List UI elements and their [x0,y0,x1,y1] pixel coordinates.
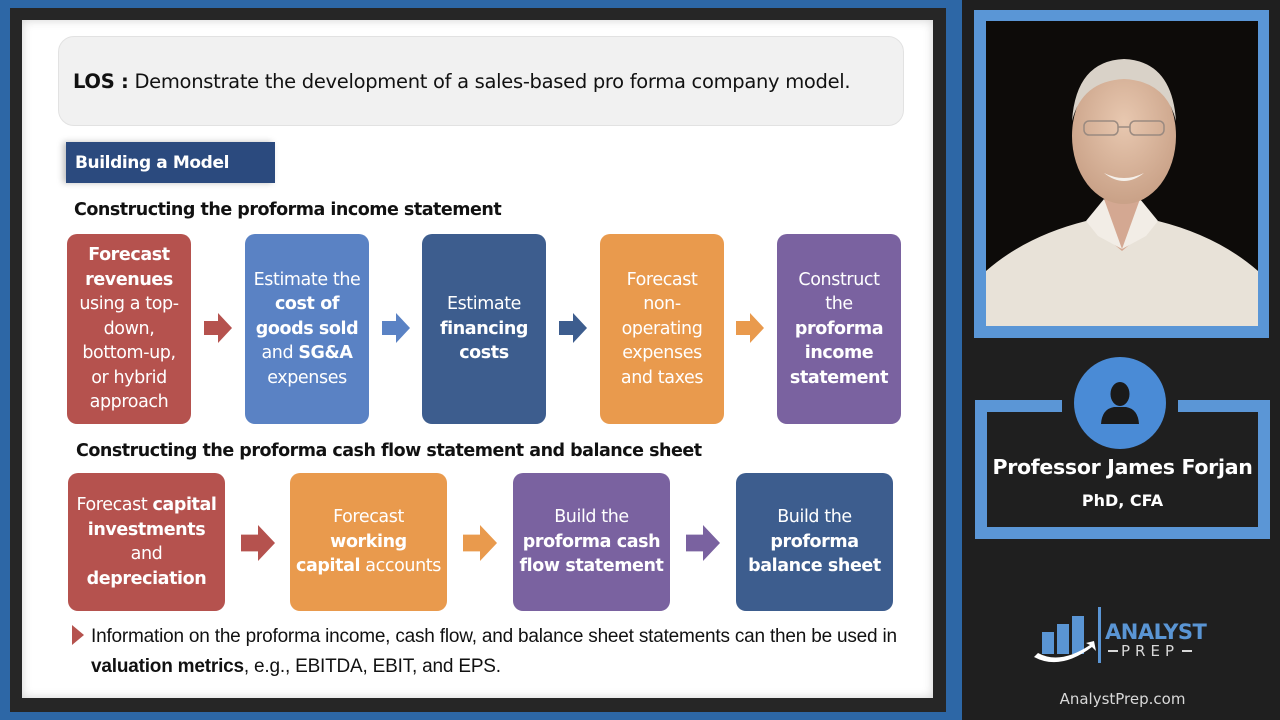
bullet-arrow-icon [71,624,85,646]
right-arrow-icon [463,525,497,561]
avatar [1074,357,1166,449]
step-text-part: Forecast non-operating expenses and taxe… [620,269,704,388]
step-text-part: Estimate the [253,269,361,290]
logo-prep-label: PREP [1121,642,1179,660]
los-label: LOS : [73,69,129,93]
note-text-bold: valuation metrics [91,656,244,677]
cashflow_section-step-4: Build the proforma balance sheet [736,473,893,611]
right-arrow-icon [736,313,764,343]
step-text-part: Estimate [446,294,522,315]
cashflow_section-step-3: Build the proforma cash flow statement [513,473,670,611]
step-text: Forecast capital investments and depreci… [74,493,219,591]
divider-strip [946,0,962,720]
logo-text-analyst: ANALYST [1105,620,1207,644]
los-box: LOS : Demonstrate the development of a s… [58,36,904,126]
step-text-part: proforma cash flow statement [519,531,664,577]
valuation-note: Information on the proforma income, cash… [91,622,911,682]
step-text-part: depreciation [86,568,207,589]
step-text-part: working capital [296,531,407,577]
cashflow_section-step-2: Forecast working capital accounts [290,473,447,611]
analystprep-logo-icon [1030,605,1200,667]
person-icon [1101,382,1139,424]
presenter-figure-icon [986,21,1258,326]
step-text-part: proforma balance sheet [748,531,881,577]
los-text: Demonstrate the development of a sales-b… [134,69,851,93]
income_section-step-5: Construct the proforma income statement [777,234,901,424]
presenter-card [975,400,1270,539]
step-text-part: Construct the [798,269,880,315]
step-text-part: capital investments [87,495,217,540]
note-text-pre: Information on the proforma income, cash… [91,626,897,647]
income_section-step-4: Forecast non-operating expenses and taxe… [600,234,724,424]
cashflow_section-step-1: Forecast capital investments and depreci… [68,473,225,611]
step-text: Build the proforma balance sheet [742,505,887,579]
step-text-part: and [130,544,163,564]
note-text-post: , e.g., EBITDA, EBIT, and EPS. [243,656,501,677]
step-text-part: Forecast revenues [85,245,173,290]
step-text-part: expenses [267,367,347,388]
right-arrow-icon [686,525,720,561]
slide: LOS : Demonstrate the development of a s… [22,20,933,698]
step-text-part: SG&A [298,343,353,364]
step-text: Forecast revenues using a top-down, bott… [73,243,185,415]
step-text: Estimate financing costs [428,292,540,366]
step-text-part: accounts [360,556,441,577]
right-arrow-icon [241,525,275,561]
step-text-part: Build the [554,507,629,528]
step-text: Forecast working capital accounts [296,505,441,579]
site-url-link[interactable]: AnalystPrep.com [1059,690,1186,708]
income_section-step-2: Estimate the cost of goods sold and SG&A… [245,234,369,424]
step-text-part: financing costs [439,318,529,364]
presenter-credentials: PhD, CFA [1081,491,1164,510]
step-text: Build the proforma cash flow statement [519,505,664,579]
presenter-name: Professor James Forjan [992,455,1253,479]
logo-text-prep: PREP [1105,642,1195,660]
cashflow-section-heading: Constructing the proforma cash flow stat… [76,441,702,461]
step-text-part: Build the [777,507,852,528]
income_section-step-1: Forecast revenues using a top-down, bott… [67,234,191,424]
step-text-part: proforma income statement [789,318,889,388]
step-text-part: using a top-down, bottom-up, or hybrid a… [79,294,179,413]
section-tag: Building a Model [66,142,275,183]
right-arrow-icon [559,313,587,343]
step-text: Forecast non-operating expenses and taxe… [606,268,718,391]
step-text-part: Forecast [76,495,153,515]
right-arrow-icon [204,313,232,343]
step-text-part: Forecast [333,507,404,528]
income_section-step-3: Estimate financing costs [422,234,546,424]
step-text: Construct the proforma income statement [783,268,895,391]
step-text-part: cost of goods sold [255,294,359,339]
step-text: Estimate the cost of goods sold and SG&A… [251,268,363,391]
step-text-part: and [261,343,299,364]
income-section-heading: Constructing the proforma income stateme… [74,200,502,220]
presenter-video[interactable] [986,21,1258,326]
right-arrow-icon [382,313,410,343]
